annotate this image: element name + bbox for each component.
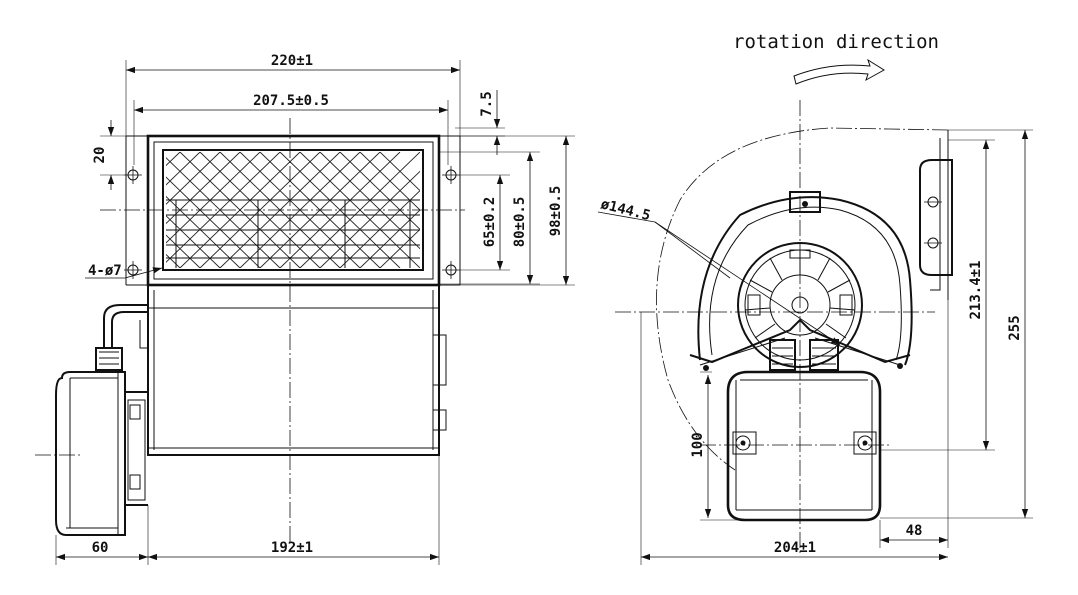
scroll-housing-outline	[656, 127, 949, 471]
cable-glands	[769, 339, 839, 371]
dim-motor-length: 60	[92, 540, 109, 556]
dim-204: 204±1	[774, 540, 816, 556]
rotation-caption: rotation direction	[733, 31, 939, 53]
terminal-box	[726, 370, 882, 522]
mounting-holes	[124, 135, 461, 286]
dim-48: 48	[906, 523, 923, 539]
side-view: rotation direction	[615, 31, 953, 555]
dim-65: 65±0.2	[482, 197, 498, 248]
dim-diameter: ø144.5	[599, 196, 652, 224]
front-view	[35, 118, 465, 545]
dim-top-offset: 7.5	[479, 91, 495, 116]
side-bracket	[919, 159, 953, 276]
blower-housing-side	[147, 285, 447, 456]
rotation-arrow-icon	[793, 58, 885, 85]
dim-overall-width: 220±1	[271, 53, 313, 69]
dim-hole-offset: 20	[92, 147, 108, 164]
motor	[55, 304, 148, 536]
dim-100: 100	[690, 432, 706, 457]
dim-213: 213.4±1	[968, 260, 984, 319]
flange-plate	[146, 134, 441, 287]
dim-98: 98±0.5	[548, 186, 564, 237]
dim-body-length: 192±1	[271, 540, 313, 556]
front-dimensions: 220±1 207.5±0.5 7.5 20 65±0.2 80±0.5 98±…	[55, 53, 575, 565]
dim-holes: 4-ø7	[88, 263, 122, 279]
dim-inner-width: 207.5±0.5	[253, 93, 329, 109]
dim-80: 80±0.5	[512, 197, 528, 248]
dim-255: 255	[1007, 315, 1023, 340]
